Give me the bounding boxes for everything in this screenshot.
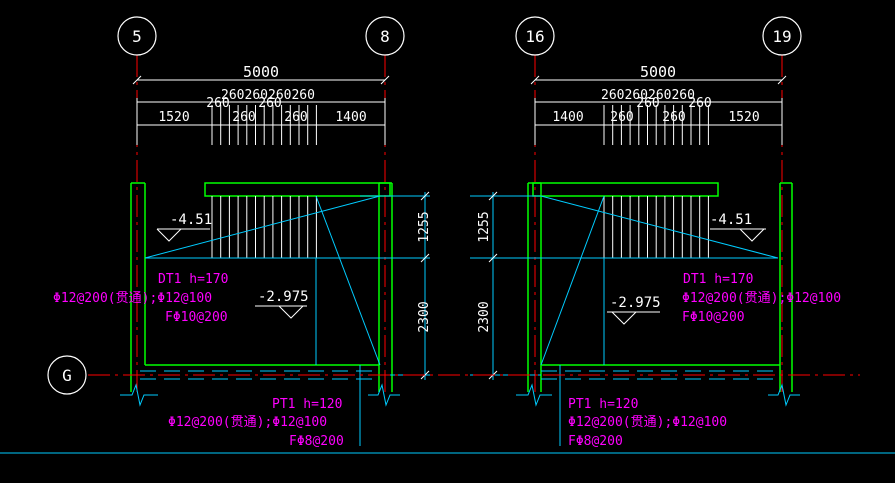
- break-marks: [120, 383, 400, 407]
- pt-distribution: FΦ8@200: [289, 434, 344, 449]
- left-stair: 5 8 5000 260260260260 260 260 1520 260 2…: [53, 16, 432, 449]
- total-dimension-text: 5000: [640, 63, 676, 81]
- stair-walls: [527, 182, 793, 392]
- axis-bubble-19[interactable]: 19: [762, 16, 802, 56]
- total-dimension: [530, 75, 787, 85]
- level-top-text: -4.51: [170, 212, 212, 228]
- step-dimension-mid-b: 260: [688, 96, 711, 111]
- total-dimension-text: 5000: [243, 63, 279, 81]
- height-upper-text: 1255: [417, 211, 432, 242]
- total-dimension: [132, 75, 390, 85]
- step-dimension-mid-a: 260: [636, 96, 659, 111]
- pt-distribution: FΦ8@200: [568, 434, 623, 449]
- pt-rebar: Φ12@200(贯通);Φ12@100: [168, 415, 327, 430]
- pt-label: PT1 h=120: [568, 397, 638, 412]
- axis-bubble-g[interactable]: G: [47, 355, 87, 395]
- level-marker-top: [710, 228, 766, 242]
- step-dimension-text: 260260260260: [221, 88, 315, 103]
- level-marker-mid: [607, 311, 660, 325]
- segment-left-text: 1400: [552, 110, 583, 125]
- pt-rebar: Φ12@200(贯通);Φ12@100: [568, 415, 727, 430]
- step-dimension-ticks: [603, 105, 709, 145]
- step-dimension-ticks: [211, 105, 317, 145]
- level-top-text: -4.51: [710, 212, 752, 228]
- height-upper-text: 1255: [477, 211, 492, 242]
- step-dimension-text: 260260260260: [601, 88, 695, 103]
- dt-label: DT1 h=170: [683, 272, 753, 287]
- axis-label-g: G: [62, 366, 72, 385]
- stair-treads: [603, 196, 709, 258]
- structure-lines: [140, 192, 430, 446]
- step-dimension-mid-a: 260: [206, 96, 229, 111]
- level-marker-top: [156, 228, 210, 242]
- step-dimension-tier: [136, 98, 386, 145]
- dt-label: DT1 h=170: [158, 272, 228, 287]
- dt-distribution: FΦ10@200: [682, 310, 745, 325]
- axis-label-5: 5: [132, 27, 142, 46]
- segment-left-text: 1520: [158, 110, 189, 125]
- break-marks: [516, 383, 800, 407]
- axis-bubble-5[interactable]: 5: [117, 16, 157, 56]
- dt-rebar: Φ12@200(贯通);Φ12@100: [53, 291, 212, 306]
- segment-step-b-text: 260: [284, 110, 307, 125]
- step-dimension-mid-b: 260: [258, 96, 281, 111]
- segment-step-a-text: 260: [232, 110, 255, 125]
- axis-label-16: 16: [525, 27, 544, 46]
- height-lower-text: 2300: [417, 301, 432, 332]
- segment-right-text: 1400: [335, 110, 366, 125]
- height-lower-text: 2300: [477, 301, 492, 332]
- axis-label-8: 8: [380, 27, 390, 46]
- pt-label: PT1 h=120: [272, 397, 342, 412]
- stair-walls: [130, 182, 393, 392]
- level-marker-mid: [255, 305, 307, 319]
- axis-label-19: 19: [772, 27, 791, 46]
- level-mid-text: -2.975: [610, 295, 661, 311]
- axis-bubble-8[interactable]: 8: [365, 16, 405, 56]
- dt-distribution: FΦ10@200: [165, 310, 228, 325]
- right-stair: 16 19 5000 260260260260 260 260 1400 260…: [470, 16, 841, 449]
- level-mid-text: -2.975: [258, 289, 309, 305]
- segment-right-text: 1520: [728, 110, 759, 125]
- segment-step-a-text: 260: [610, 110, 633, 125]
- dt-rebar: Φ12@200(贯通);Φ12@100: [682, 291, 841, 306]
- axis-bubble-16[interactable]: 16: [515, 16, 555, 56]
- step-dimension-tier: [534, 98, 783, 145]
